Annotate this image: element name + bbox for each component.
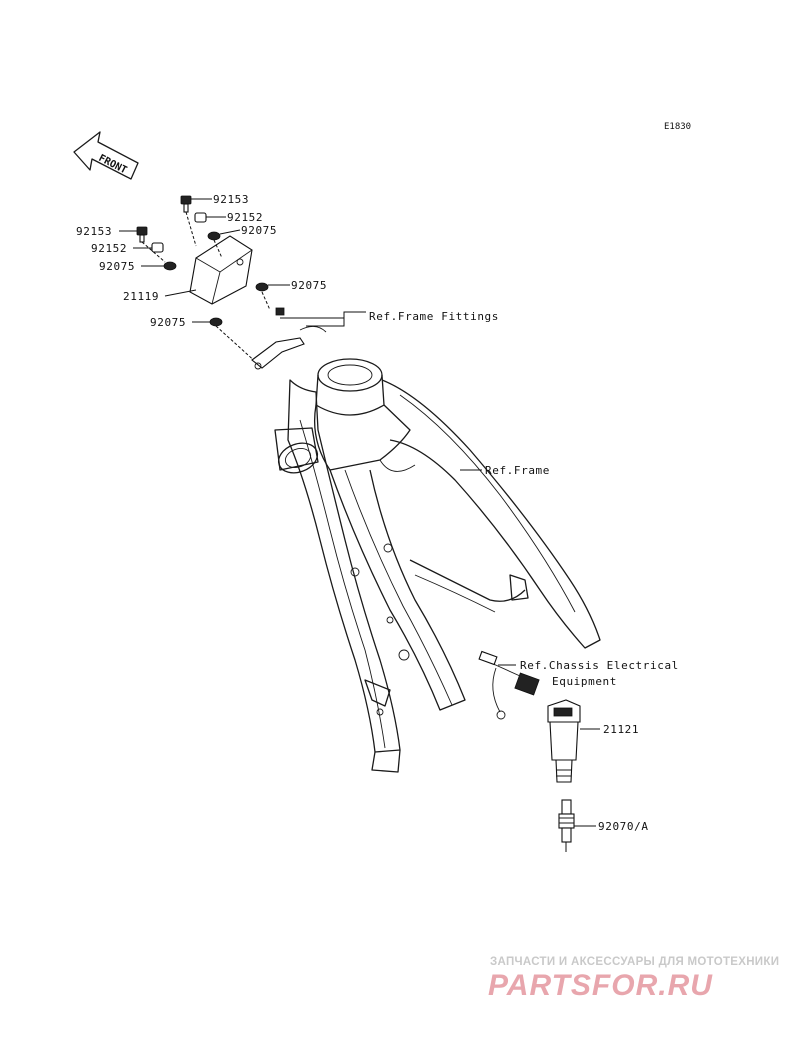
bolt-left-icon — [136, 226, 148, 243]
grommet-right-top-icon — [207, 231, 221, 241]
label-ignition-coil: 21121 — [603, 723, 639, 736]
label-collar-left: 92152 — [91, 242, 127, 255]
label-ref-frame-fittings: Ref.Frame Fittings — [369, 310, 499, 323]
label-grommet-right-top: 92075 — [241, 224, 277, 237]
label-igniter: 21119 — [123, 290, 159, 303]
spark-plug-icon — [558, 799, 575, 852]
front-arrow-icon: FRONT — [73, 131, 139, 180]
label-ref-chassis-electrical-2: Equipment — [552, 675, 617, 688]
igniter-icon — [189, 235, 253, 305]
label-ref-frame: Ref.Frame — [485, 464, 550, 477]
label-grommet-left-top: 92075 — [99, 260, 135, 273]
bolt-right-icon — [180, 195, 192, 213]
leader-lines — [119, 198, 600, 827]
front-label: FRONT — [97, 153, 129, 176]
collar-right-icon — [194, 212, 207, 223]
watermark-tagline: ЗАПЧАСТИ И АКСЕССУАРЫ ДЛЯ МОТОТЕХНИКИ — [490, 956, 779, 968]
label-grommet-right-mid: 92075 — [291, 279, 327, 292]
diagram-code: E1830 — [664, 122, 691, 132]
label-bolt-right: 92153 — [213, 193, 249, 206]
grommet-left-bottom-icon — [209, 317, 223, 327]
ignition-coil-icon — [547, 699, 581, 783]
label-grommet-left-bottom: 92075 — [150, 316, 186, 329]
label-spark-plug: 92070/A — [598, 820, 649, 833]
label-collar-right: 92152 — [227, 211, 263, 224]
connector-icon — [478, 650, 540, 720]
collar-left-icon — [151, 242, 164, 253]
watermark-brand: PARTSFOR.RU — [488, 969, 713, 1002]
igniter-assembly — [136, 195, 327, 370]
mount-bracket-icon — [251, 307, 327, 370]
label-ref-chassis-electrical: Ref.Chassis Electrical — [520, 659, 679, 672]
watermark-logo: ЗАПЧАСТИ И АКСЕССУАРЫ ДЛЯ МОТОТЕХНИКИ PA… — [488, 956, 779, 1002]
grommet-left-top-icon — [163, 261, 177, 271]
label-bolt-left: 92153 — [76, 225, 112, 238]
grommet-right-mid-icon — [255, 282, 269, 292]
frame-drawing — [274, 358, 601, 773]
